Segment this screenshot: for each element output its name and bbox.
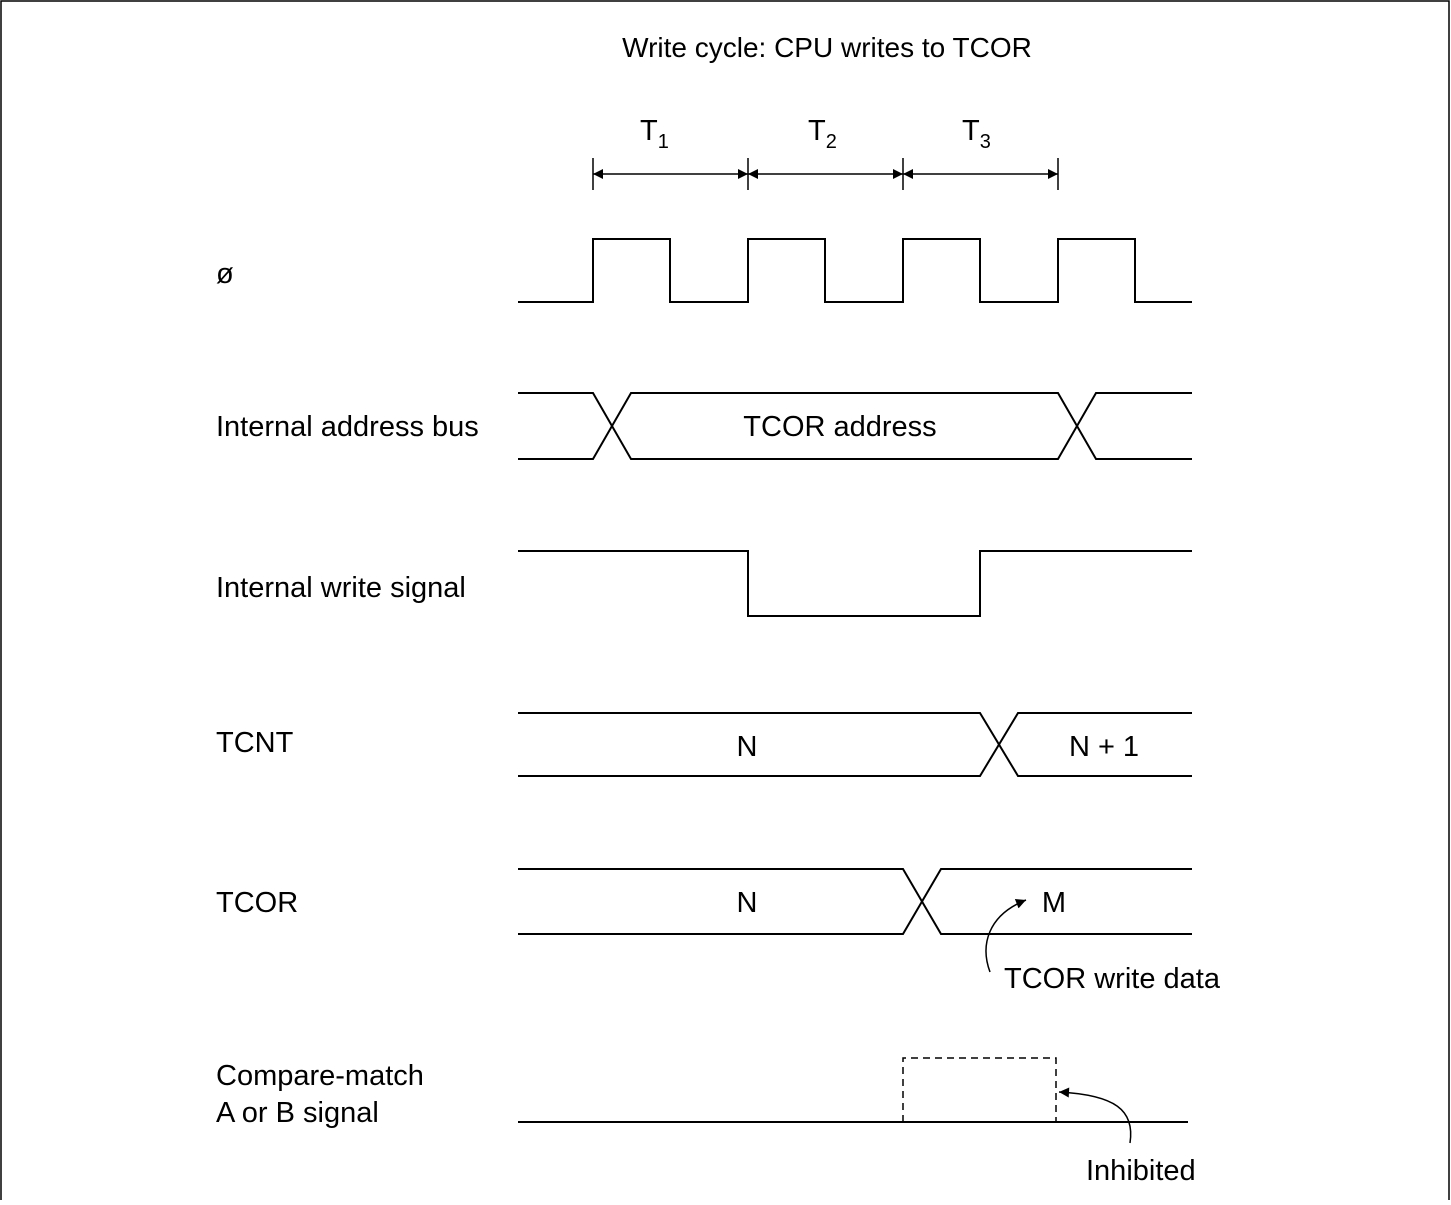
- compare-match-label-line1: Compare-match: [216, 1060, 424, 1092]
- state-dimension-arrows: [592, 158, 1059, 190]
- state-label-t3: T3: [962, 115, 991, 153]
- write-signal-waveform: [518, 550, 1192, 617]
- state-label-t2: T2: [808, 115, 837, 153]
- compare-match-label-line2: A or B signal: [216, 1097, 379, 1129]
- tcor-waveform: [518, 868, 1192, 935]
- tcor-label: TCOR: [216, 887, 298, 919]
- write-data-annotation: TCOR write data: [1004, 963, 1221, 995]
- address-bus-label: Internal address bus: [216, 411, 479, 443]
- inhibited-pulse-outline: [902, 1057, 1057, 1122]
- tcor-value-after: M: [1042, 887, 1066, 919]
- write-data-callout-arrow: [985, 899, 1027, 973]
- tcnt-waveform: [518, 712, 1192, 777]
- tcor-value-before: N: [737, 887, 758, 919]
- address-bus-value: TCOR address: [743, 411, 936, 443]
- tcnt-value-before: N: [737, 731, 758, 763]
- inhibited-annotation: Inhibited: [1086, 1155, 1196, 1187]
- address-bus-waveform: [518, 392, 1192, 460]
- tcnt-label: TCNT: [216, 727, 294, 759]
- tcnt-value-after: N + 1: [1069, 731, 1139, 763]
- clock-waveform: [518, 238, 1192, 303]
- inhibited-callout-arrow: [1058, 1087, 1132, 1144]
- write-signal-label: Internal write signal: [216, 572, 466, 604]
- state-label-t1: T1: [640, 115, 669, 153]
- clock-label: ø: [216, 258, 234, 290]
- diagram-title: Write cycle: CPU writes to TCOR: [622, 32, 1032, 63]
